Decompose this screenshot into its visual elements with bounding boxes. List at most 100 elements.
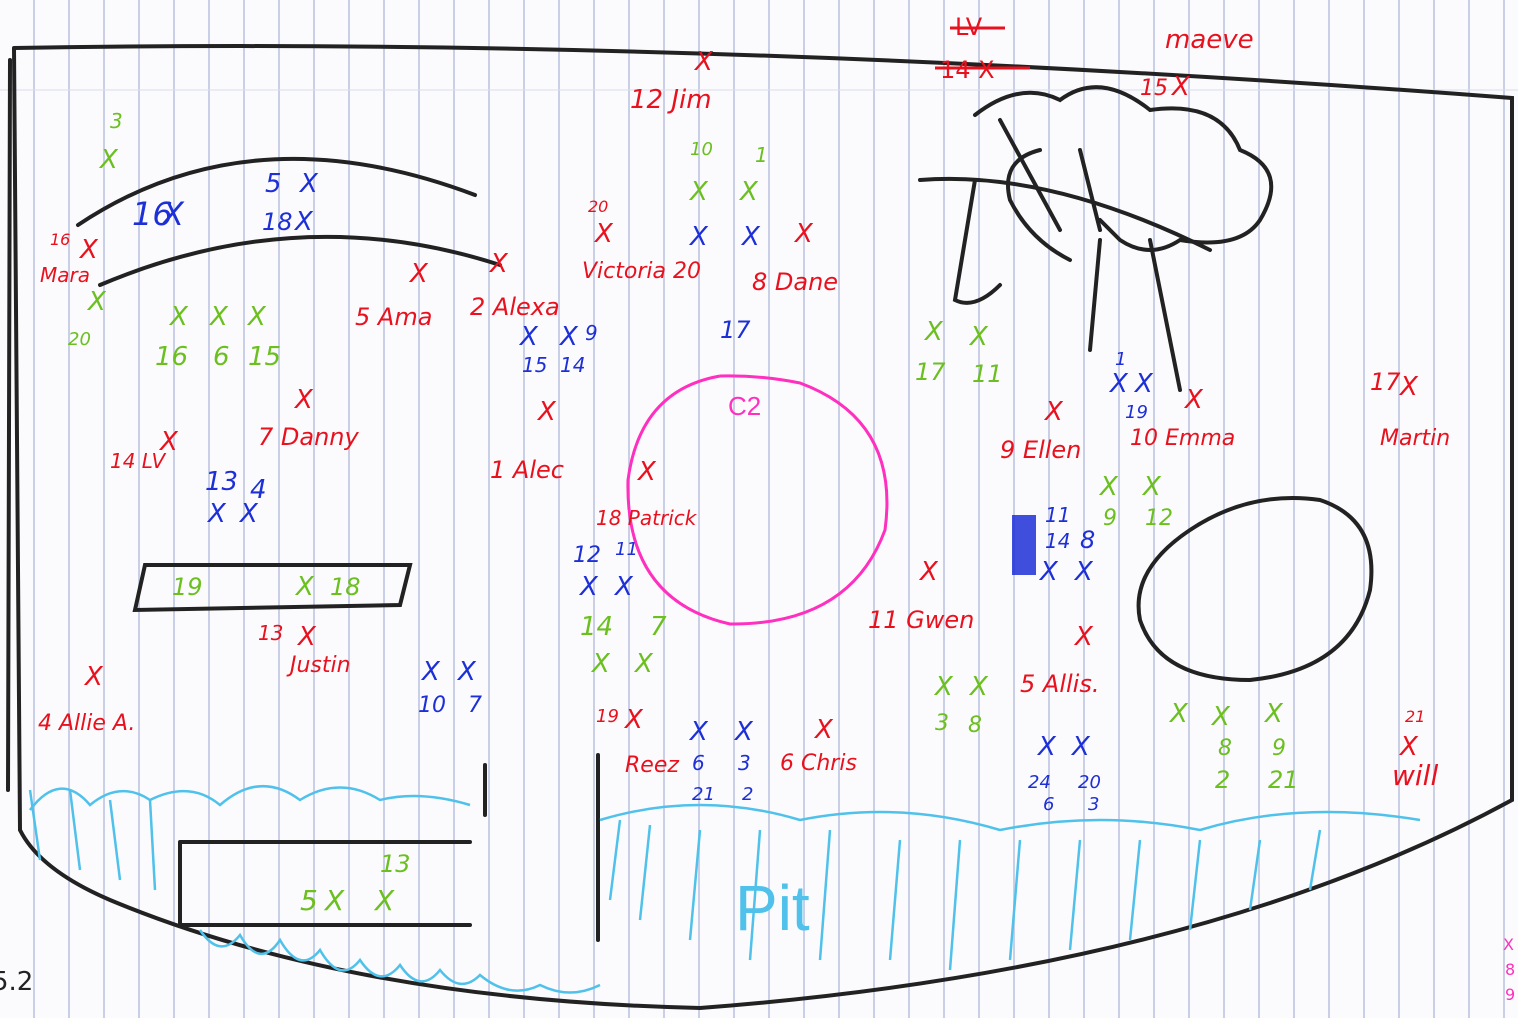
svg-text:9: 9 <box>1272 736 1286 761</box>
svg-text:X: X <box>636 457 657 487</box>
svg-text:13: 13 <box>205 467 238 497</box>
svg-text:7: 7 <box>468 693 482 718</box>
svg-text:X: X <box>1098 472 1119 502</box>
svg-text:X: X <box>813 715 834 745</box>
svg-text:2: 2 <box>742 784 753 805</box>
name-victoria: Victoria 20 <box>582 259 701 284</box>
num-17: 17 <box>1370 368 1401 396</box>
svg-text:10: 10 <box>418 693 446 718</box>
num-15: 15 <box>1140 76 1168 101</box>
svg-text:X: X <box>293 207 314 237</box>
name-reez: Reez <box>625 753 679 778</box>
svg-text:X: X <box>208 302 229 332</box>
svg-text:X: X <box>373 884 395 917</box>
room-outline <box>8 46 1512 1008</box>
num-21: 21 <box>1405 707 1425 726</box>
svg-text:8: 8 <box>1505 960 1515 979</box>
svg-text:X: X <box>293 385 314 415</box>
name-dane: 8 Dane <box>752 268 838 296</box>
svg-text:X: X <box>323 884 345 917</box>
svg-text:18: 18 <box>330 573 361 601</box>
name-chris: 6 Chris <box>780 751 857 776</box>
svg-text:X: X <box>793 219 814 249</box>
svg-text:X: X <box>456 657 477 687</box>
svg-text:13: 13 <box>380 850 411 878</box>
svg-text:9: 9 <box>585 321 598 345</box>
svg-text:X: X <box>158 427 179 457</box>
name-martin: Martin <box>1380 426 1450 451</box>
svg-text:X: X <box>168 302 189 332</box>
svg-text:12: 12 <box>1145 506 1173 531</box>
svg-text:X: X <box>518 322 539 352</box>
svg-text:6: 6 <box>213 342 230 372</box>
svg-text:X: X <box>688 222 709 252</box>
svg-text:X: X <box>1073 622 1094 652</box>
svg-text:X: X <box>1038 557 1059 587</box>
svg-text:5: 5 <box>300 884 318 917</box>
svg-text:X: X <box>78 235 99 265</box>
svg-text:X: X <box>593 219 614 249</box>
svg-text:X: X <box>1036 732 1057 762</box>
svg-text:19: 19 <box>172 573 203 601</box>
svg-text:X: X <box>206 499 227 529</box>
svg-text:8: 8 <box>968 713 982 738</box>
svg-text:3: 3 <box>935 711 949 736</box>
svg-text:X: X <box>1398 372 1419 402</box>
name-patrick: 18 Patrick <box>596 506 698 530</box>
svg-text:X: X <box>296 622 317 652</box>
svg-text:9: 9 <box>1505 985 1515 1004</box>
svg-text:11: 11 <box>615 539 638 560</box>
svg-text:X: X <box>298 169 319 199</box>
svg-text:19: 19 <box>1125 402 1148 423</box>
svg-text:X: X <box>740 222 761 252</box>
svg-text:X: X <box>1170 72 1191 102</box>
name-mara: Mara <box>40 263 90 287</box>
name-alexa: 2 Alexa <box>470 293 560 321</box>
svg-text:17: 17 <box>915 358 946 386</box>
svg-text:X: X <box>1168 699 1189 729</box>
svg-text:24: 24 <box>1028 772 1051 793</box>
svg-text:X: X <box>98 145 119 175</box>
svg-text:X: X <box>1183 385 1204 415</box>
name-ama: 5 Ama <box>355 303 432 331</box>
svg-text:14 X: 14 X <box>940 56 995 84</box>
svg-text:9: 9 <box>1103 506 1117 531</box>
svg-text:14: 14 <box>1045 529 1070 553</box>
margin-marks: X 8 9 <box>1503 935 1515 1004</box>
svg-text:X: X <box>933 672 954 702</box>
name-ellen: 9 Ellen <box>1000 436 1081 464</box>
svg-text:X: X <box>923 317 944 347</box>
svg-text:5: 5 <box>265 169 282 199</box>
svg-text:X: X <box>688 177 709 207</box>
svg-text:X: X <box>1108 369 1129 399</box>
svg-text:X: X <box>738 177 759 207</box>
svg-text:8: 8 <box>1080 526 1095 554</box>
svg-text:X: X <box>918 557 939 587</box>
num-13: 13 <box>258 621 283 645</box>
num-16: 16 <box>50 230 70 249</box>
svg-text:X: X <box>83 662 104 692</box>
name-justin: Justin <box>286 653 351 678</box>
svg-text:11: 11 <box>1045 503 1070 527</box>
svg-text:X: X <box>488 249 509 279</box>
svg-text:X: X <box>1043 397 1064 427</box>
svg-text:X: X <box>688 717 709 747</box>
svg-text:16: 16 <box>155 342 188 372</box>
svg-text:X: X <box>246 302 267 332</box>
svg-text:21: 21 <box>692 784 715 805</box>
name-emma: 10 Emma <box>1130 426 1235 451</box>
svg-text:X: X <box>613 572 634 602</box>
stage-waves <box>30 786 1420 992</box>
svg-text:6: 6 <box>692 751 705 775</box>
svg-text:X: X <box>1070 732 1091 762</box>
svg-text:20: 20 <box>68 329 91 350</box>
svg-text:X: X <box>160 195 185 233</box>
svg-text:15: 15 <box>522 353 547 377</box>
svg-text:3: 3 <box>1088 794 1099 815</box>
name-allie: 4 Allie A. <box>38 711 135 736</box>
svg-text:1: 1 <box>755 143 768 167</box>
name-liv: 14 LV <box>110 449 166 473</box>
svg-text:X: X <box>238 499 259 529</box>
